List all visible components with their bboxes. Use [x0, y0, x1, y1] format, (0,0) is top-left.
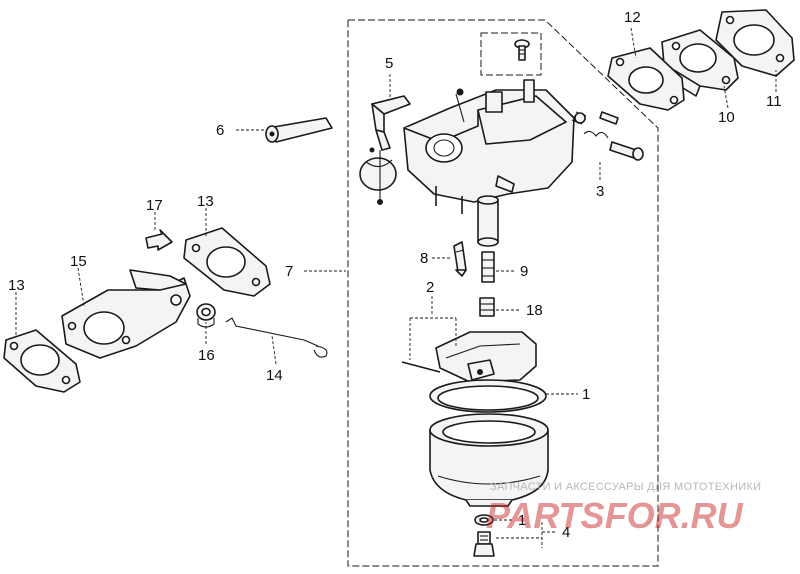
callout-13-inner: 13 [197, 193, 214, 210]
callout-16: 16 [198, 347, 215, 364]
callout-7: 7 [285, 263, 293, 280]
carburetor-body [403, 79, 575, 247]
main-nozzle-9 [481, 251, 495, 283]
callout-15: 15 [70, 253, 87, 270]
washer-1 [474, 514, 494, 526]
gasket-12 [607, 47, 685, 111]
bracket-15 [61, 269, 191, 359]
screw-detail-frame [480, 32, 542, 76]
float-2 [401, 331, 537, 383]
leader-lines [15, 27, 777, 548]
callout-14: 14 [266, 367, 283, 384]
screw-spring-set-3 [571, 111, 644, 161]
arrow-tab-17 [145, 229, 173, 251]
callout-8: 8 [420, 250, 428, 267]
callout-2: 2 [426, 279, 434, 296]
watermark-tagline: ЗАПЧАСТИ И АКСЕССУАРЫ ДЛЯ МОТОТЕХНИКИ [490, 481, 761, 493]
float-bowl [429, 413, 549, 507]
gasket-13-inner [183, 227, 271, 297]
callout-3: 3 [596, 183, 604, 200]
callout-1: 1 [582, 386, 590, 403]
assembly-frame [347, 19, 659, 567]
main-jet-18 [479, 297, 495, 317]
lever-6 [265, 117, 333, 143]
callout-6: 6 [216, 122, 224, 139]
float-valve-needle-8 [453, 241, 467, 277]
callout-1-washer: 1 [518, 512, 526, 529]
flange-gasket-11 [715, 9, 795, 77]
choke-lever-5 [359, 95, 411, 205]
callout-9: 9 [520, 263, 528, 280]
callout-5: 5 [385, 55, 393, 72]
callout-labels: 12 11 10 5 6 3 17 13 7 8 9 15 13 2 18 16… [8, 9, 782, 541]
callout-4: 4 [562, 524, 570, 541]
governor-spring-14 [225, 317, 328, 358]
callout-11: 11 [766, 93, 782, 110]
bowl-gasket-1 [429, 379, 547, 413]
watermark: ЗАПЧАСТИ И АКСЕССУАРЫ ДЛЯ МОТОТЕХНИКИ PA… [486, 481, 761, 536]
callout-10: 10 [718, 109, 735, 126]
callout-18: 18 [526, 302, 543, 319]
throttle-stop-screw [514, 39, 530, 61]
gasket-13-outer [3, 329, 81, 393]
callout-17: 17 [146, 197, 163, 214]
bowl-bolt-4 [473, 531, 495, 557]
callout-13-outer: 13 [8, 277, 25, 294]
callout-12: 12 [624, 9, 641, 26]
watermark-brand: PARTSFOR.RU [486, 495, 744, 536]
